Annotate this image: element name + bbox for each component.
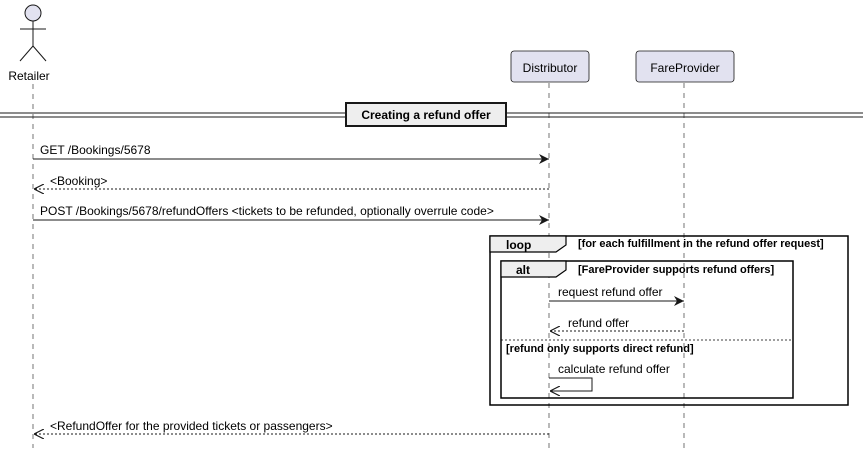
- loop-keyword: loop: [506, 238, 531, 252]
- alt-else-condition: [refund only supports direct refund]: [506, 343, 694, 355]
- alt-condition: [FareProvider supports refund offers]: [578, 264, 775, 276]
- message-calculate-refund-offer: calculate refund offer: [549, 362, 670, 391]
- message-refund-offer-result: <RefundOffer for the provided tickets or…: [34, 419, 549, 434]
- distributor-participant: Distributor: [510, 50, 590, 83]
- calculate-refund-offer-label: calculate refund offer: [558, 362, 670, 376]
- get-booking-label: GET /Bookings/5678: [40, 143, 151, 157]
- refund-offer-response-label: refund offer: [568, 316, 629, 330]
- message-get-booking: GET /Bookings/5678: [33, 143, 549, 164]
- fare-provider-participant: FareProvider: [635, 50, 735, 83]
- section-title: Creating a refund offer: [361, 108, 491, 122]
- alt-fragment: alt [FareProvider supports refund offers…: [500, 260, 794, 399]
- loop-condition: [for each fulfillment in the refund offe…: [578, 238, 824, 250]
- message-post-refund-offers: POST /Bookings/5678/refundOffers <ticket…: [33, 204, 549, 225]
- retailer-label: Retailer: [8, 69, 49, 83]
- booking-response-label: <Booking>: [50, 174, 107, 188]
- request-refund-offer-label: request refund offer: [558, 285, 663, 299]
- retailer-actor: Retailer: [8, 4, 50, 83]
- message-booking-response: <Booking>: [34, 174, 549, 189]
- stick-figure-icon: [19, 4, 47, 62]
- fare-provider-label: FareProvider: [650, 61, 719, 75]
- alt-keyword: alt: [516, 263, 530, 277]
- message-refund-offer-response: refund offer: [550, 316, 684, 331]
- post-refund-offers-label: POST /Bookings/5678/refundOffers <ticket…: [40, 204, 494, 218]
- distributor-label: Distributor: [523, 61, 578, 75]
- refund-offer-result-label: <RefundOffer for the provided tickets or…: [50, 419, 333, 433]
- section-divider: Creating a refund offer: [0, 102, 863, 127]
- loop-fragment: loop [for each fulfillment in the refund…: [489, 235, 849, 406]
- message-request-refund-offer: request refund offer: [549, 285, 684, 306]
